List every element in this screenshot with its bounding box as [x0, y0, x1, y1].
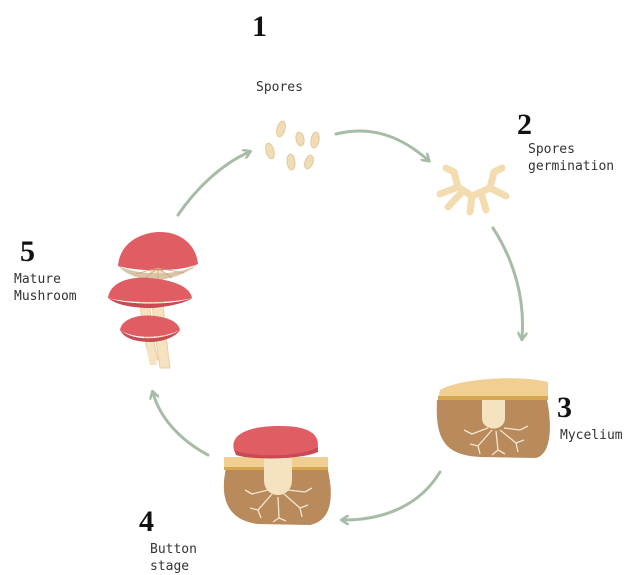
arrow-germination-to-mycelium: [493, 228, 523, 338]
stage-2-number: 2: [517, 110, 532, 140]
stage-1-label: Spores: [256, 79, 303, 96]
arrow-mature-to-spores: [178, 152, 249, 215]
stage-2-label: Spores germination: [528, 141, 614, 175]
stage-3-label: Mycelium: [560, 427, 623, 444]
arrow-mycelium-to-button: [343, 472, 440, 520]
stage-1-number: 1: [252, 12, 267, 42]
arrow-button-to-mature: [153, 393, 208, 455]
mycelium-illustration: [437, 378, 550, 458]
arrow-spores-to-germination: [336, 131, 428, 160]
germination-illustration: [440, 168, 506, 212]
mature-mushroom-illustration: [108, 232, 198, 368]
spores-illustration: [264, 120, 320, 170]
stage-4-number: 4: [139, 507, 154, 537]
stage-5-label: Mature Mushroom: [14, 271, 77, 305]
stage-3-number: 3: [557, 393, 572, 423]
stage-4-label: Button stage: [150, 541, 197, 575]
stage-5-number: 5: [20, 237, 35, 267]
button-stage-illustration: [224, 426, 331, 525]
